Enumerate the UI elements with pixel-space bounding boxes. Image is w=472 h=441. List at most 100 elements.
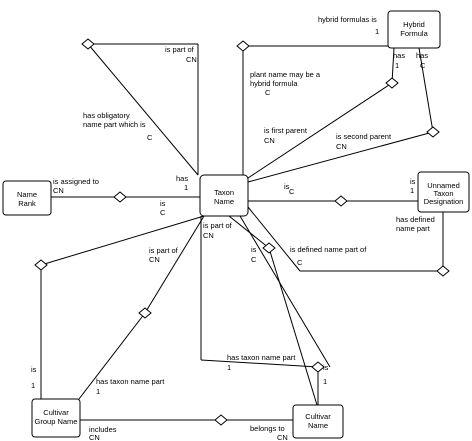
card-unnamed-is-right: 1 [410,186,414,195]
diamond-hybrid [236,40,250,52]
role-rank-is: is [160,199,166,208]
entity-taxon-name-box [199,174,249,217]
role-has-defined-line2: name part [396,224,431,233]
card-rank-is: C [160,208,166,217]
role-is-1: is [251,245,257,254]
diamond-cultivar-partof [262,242,276,254]
role-obligatory-line2: name part which is [83,120,146,129]
role-includes: includes [89,425,117,434]
entity-unnamed-taxon-box [417,171,470,213]
role-is-part-of-left: is part of [149,246,179,255]
diamond-group-taxon [138,307,152,319]
entity-hybrid-formula[interactable]: Hybrid Formula [387,10,441,49]
card-obligatory: C [147,133,153,142]
diamond-first-parent [385,77,399,89]
entity-hybrid-formula-line2: Formula [400,29,428,38]
card-includes: CN [89,433,100,441]
card-group-is: 1 [31,381,35,390]
role-is-assigned-to: is assigned to [53,177,99,186]
entity-hybrid-formula-line1: Hybrid [403,20,425,29]
rel-line-group-taxon [144,215,205,314]
rel-line-group-taxon-down [78,312,146,400]
entity-cultivar-name-line2: Name [308,421,328,430]
diamond-part-of-top [81,38,95,50]
role-unnamed-is: is [284,182,290,191]
diamond-cultivar-taxon [311,361,325,373]
entity-name-rank-box [2,180,52,216]
card-unnamed-is: C [289,187,295,196]
diamond-defined [436,265,450,277]
entity-unnamed-taxon-designation[interactable]: Unnamed Taxon Designation [417,171,470,213]
role-group-is: is [31,365,37,374]
entity-name-rank[interactable]: Name Rank [2,180,52,216]
role-cultivar-is: is [323,363,329,372]
role-is-defined-name-part-of: is defined name part of [290,245,367,254]
role-has-defined-line1: has defined [396,215,435,224]
role-is-part-of-mid: is part of [203,221,233,230]
role-is-part-of-top: is part of [165,45,195,54]
card-hybrid-formulas-is: 1 [375,27,379,36]
rel-line-first-parent [247,82,393,179]
diamond-includes [214,414,228,426]
entity-cultivar-group-name[interactable]: Cultivar Group Name [31,398,81,438]
role-is-first-parent: is first parent [264,126,308,135]
entity-taxon-name-line1: Taxon [214,188,234,197]
card-is-assigned-to: CN [53,186,64,195]
card-is-part-of-mid: CN [203,231,214,240]
entity-name-rank-line1: Name [17,190,37,199]
card-cultivar-is: 1 [323,377,327,386]
role-plant-name-hybrid-line2: hybrid formula [250,79,298,88]
entity-cultivar-name-box [292,404,344,439]
entity-unnamed-taxon-line2: Taxon [433,189,453,198]
card-has-taxon-name-part-left: 1 [96,387,100,396]
rel-line-cultivar-partof-down [268,247,318,406]
card-is-part-of-top: CN [186,55,197,64]
rel-line-group-partof [40,215,205,266]
diamond-name-rank [113,191,127,203]
entity-cultivar-group-name-box [31,398,81,438]
entity-unnamed-taxon-line1: Unnamed [427,181,460,190]
role-hybrid-formulas-is: hybrid formulas is [318,15,377,24]
card-is-part-of-left: CN [149,255,160,264]
entity-cultivar-group-name-line2: Group Name [35,417,78,426]
card-belongs-to: CN [277,433,288,441]
role-rank-has: has [176,174,188,183]
card-has-hybrid-second: C [420,61,426,70]
rel-line-second-parent-up [418,47,434,133]
rel-line-cultivar-taxon-right [200,359,319,368]
role-plant-name-hybrid-line1: plant name may be a [250,70,321,79]
rel-line-first-parent-up [391,47,395,84]
role-belongs-to: belongs to [250,424,285,433]
diamond-unnamed [334,195,348,207]
card-plant-name-hybrid: C [265,88,271,97]
card-is-second-parent: CN [336,142,347,151]
rel-line-cultivar-direct [239,215,331,368]
entity-taxon-name[interactable]: Taxon Name [199,174,249,217]
card-is-1: C [251,255,257,264]
role-unnamed-is-right: is [410,177,416,186]
entity-unnamed-taxon-line3: Designation [424,197,464,206]
card-has-taxon-name-part-right: 1 [227,363,231,372]
card-is-first-parent: CN [264,136,275,145]
entity-cultivar-name[interactable]: Cultivar Name [292,404,344,439]
rel-line-defined [247,206,301,272]
diamond-second-parent [426,126,440,138]
card-is-defined-name-part-of: C [297,258,303,267]
entity-taxon-name-line2: Name [214,197,234,206]
card-rank-has: 1 [184,183,188,192]
diamond-group-partof [34,259,48,271]
role-has-taxon-name-part-right: has taxon name part [227,353,296,362]
role-is-second-parent: is second parent [336,132,392,141]
role-has-hybrid-second: has [416,51,428,60]
role-obligatory-line1: has obligatory [83,111,130,120]
entity-hybrid-formula-box [387,10,441,49]
rel-line-taxon-top-diamond [87,43,199,176]
entity-name-rank-line2: Rank [18,199,36,208]
role-has-hybrid-first: has [393,51,405,60]
card-has-hybrid-first: 1 [395,61,399,70]
entity-cultivar-group-name-line1: Cultivar [43,408,69,417]
role-has-taxon-name-part-left: has taxon name part [96,377,165,386]
entity-cultivar-name-line1: Cultivar [305,412,331,421]
rel-line-second-parent [247,131,434,183]
